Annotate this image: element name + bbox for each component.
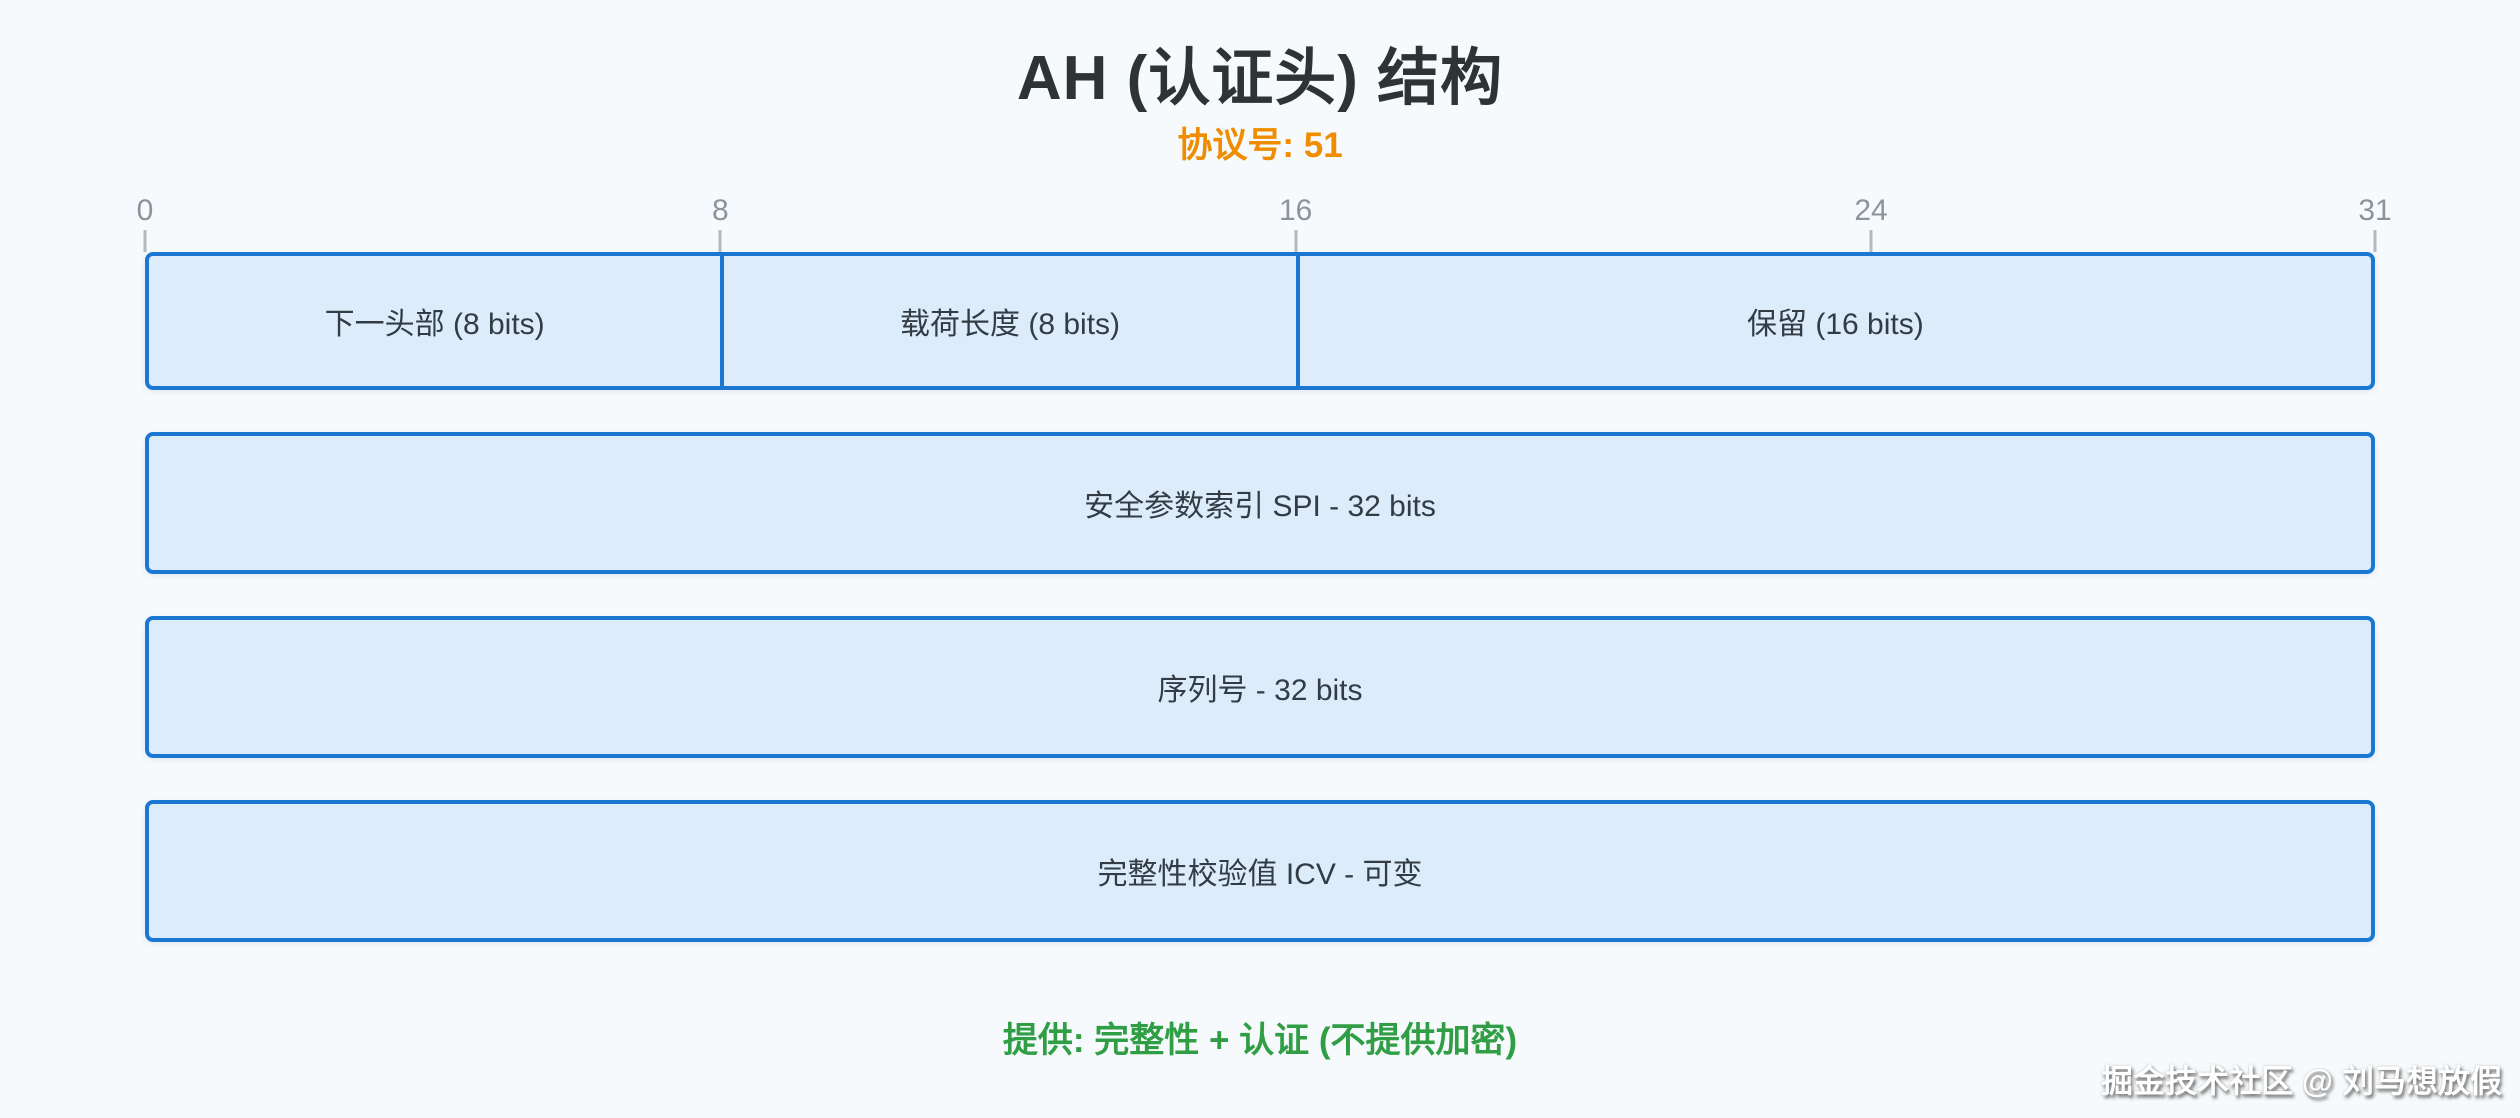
bit-tick-16 [1294,230,1298,253]
field-spi: 安全参数索引 SPI - 32 bits [1084,490,1436,524]
bit-tick-31 [2373,230,2377,253]
bit-ruler-label-0: 0 [136,194,154,228]
sequence-number-row: 序列号 - 32 bits [145,616,2375,759]
header-word-1-row: 下一头部 (8 bits) 载荷长度 (8 bits) 保留 (16 bits) [145,252,2375,391]
spi-row: 安全参数索引 SPI - 32 bits [145,432,2375,575]
bit-ruler-label-8: 8 [711,194,729,228]
bit-ruler: 0 8 16 24 31 [137,194,2392,253]
bit-ruler-label-31: 31 [2358,194,2392,228]
bit-ruler-label-16: 16 [1278,194,1313,228]
bit-tick-24 [1869,230,1873,253]
ah-header-diagram: 0 8 16 24 31 下一头部 (8 bits) 载荷长度 (8 bits)… [137,194,2392,1063]
diagram-header: AH (认证头) 结构 协议号: 51 [0,0,2520,168]
field-next-header: 下一头部 (8 bits) [324,308,545,342]
watermark: 掘金技术社区 @ 刘马想放假 [2101,1063,2502,1099]
field-sequence-number: 序列号 - 32 bits [1157,674,1363,708]
field-payload-length: 载荷长度 (8 bits) [720,256,1295,387]
bit-tick-0 [143,230,147,253]
page-title: AH (认证头) 结构 [1016,44,1504,113]
bit-ruler-label-24: 24 [1854,194,1888,228]
provides-note: 提供: 完整性 + 认证 (不提供加密) [1002,1021,1518,1061]
field-icv: 完整性校验值 ICV - 可变 [1097,858,1423,892]
field-reserved: 保留 (16 bits) [1295,256,2371,387]
bit-tick-8 [718,230,722,253]
protocol-number-subtitle: 协议号: 51 [1177,126,1343,166]
icv-row: 完整性校验值 ICV - 可变 [145,800,2375,943]
